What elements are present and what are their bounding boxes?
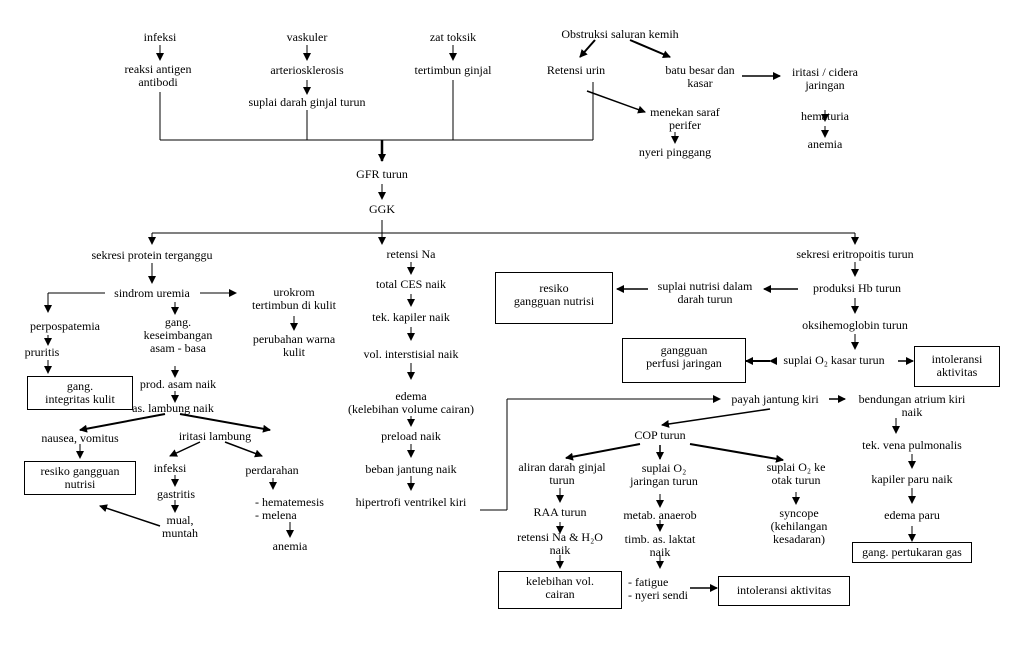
node-anemia-left: anemia [272,539,308,553]
node-gang-integritas: gang.integritas kulit [27,376,133,410]
node-hematemesis: - hematemesis- melena [255,495,324,522]
node-obstruksi: Obstruksi saluran kemih [561,27,679,41]
node-ggk: GGK [369,202,395,216]
node-infeksi-2: infeksi [153,461,187,475]
connector [224,441,263,458]
node-edema-paru: edema paru [884,508,940,522]
node-metab-anaerob: metab. anaerob [623,508,697,522]
node-pruritis: pruritis [24,345,60,359]
node-payah-jantung: payah jantung kiri [731,392,819,406]
node-tertimbun-ginjal: tertimbun ginjal [414,63,492,77]
node-total-ces: total CES naik [376,277,446,291]
connector [79,413,166,433]
node-tek-kapiler: tek. kapiler naik [372,310,450,324]
connector [661,408,771,428]
node-hipertrofi: hipertrofi ventrikel kiri [355,495,467,509]
node-sekresi-protein: sekresi protein terganggu [91,248,213,262]
node-anemia-top: anemia [807,137,843,151]
node-intoleransi-bottom: intoleransi aktivitas [718,576,850,606]
node-gang-pertukaran: gang. pertukaran gas [852,542,972,563]
node-raa-turun: RAA turun [533,505,587,519]
node-oksihemoglobin: oksihemoglobin turun [802,318,908,332]
node-retensi-na: retensi Na [386,247,436,261]
node-gfr-turun: GFR turun [356,167,408,181]
node-sindrom-uremia: sindrom uremia [114,286,190,300]
node-fatigue: - fatigue- nyeri sendi [628,575,688,602]
node-vol-interstisial: vol. interstisial naik [363,347,459,361]
connector [689,443,784,463]
node-zat-toksik: zat toksik [429,30,477,44]
node-iritasi-lambung: iritasi lambung [178,429,252,443]
node-kapiler-paru: kapiler paru naik [871,472,953,486]
node-sekresi-eritropoitis: sekresi eritropoitis turun [796,247,914,261]
node-kelebihan-vol: kelebihan vol.cairan [498,571,622,609]
node-cop-turun: COP turun [634,428,686,442]
node-nyeri-pinggang: nyeri pinggang [638,145,712,159]
node-beban-jantung: beban jantung naik [365,462,457,476]
connector [579,39,596,58]
connector [565,443,641,461]
node-prod-asam: prod. asam naik [139,377,217,391]
node-preload: preload naik [381,429,441,443]
node-gastritis: gastritis [157,487,195,501]
connector [99,504,161,527]
node-suplai-o2-kasar: suplai O₂ kasar turun [783,353,885,367]
connector [586,90,646,114]
node-as-lambung: as. lambung naik [132,401,214,415]
node-edema: edema(kelebihan volume cairan) [348,389,474,416]
node-tek-vena: tek. vena pulmonalis [862,438,962,452]
node-hematuria: hematuria [801,109,849,123]
connector [169,441,201,457]
node-perpospatemia: perpospatemia [30,319,100,333]
node-suplai-darah-ginjal: suplai darah ginjal turun [248,95,366,109]
node-nausea: nausea, vomitus [41,431,119,445]
node-mual-muntah: mual,muntah [162,513,198,540]
node-produksi-hb: produksi Hb turun [813,281,901,295]
node-vaskuler: vaskuler [286,30,328,44]
node-infeksi: infeksi [143,30,177,44]
node-perdarahan: perdarahan [245,463,299,477]
node-retensi-urin: Retensi urin [546,63,606,77]
connector [179,413,271,433]
node-arteriosklerosis: arteriosklerosis [270,63,344,77]
connector [629,39,671,58]
